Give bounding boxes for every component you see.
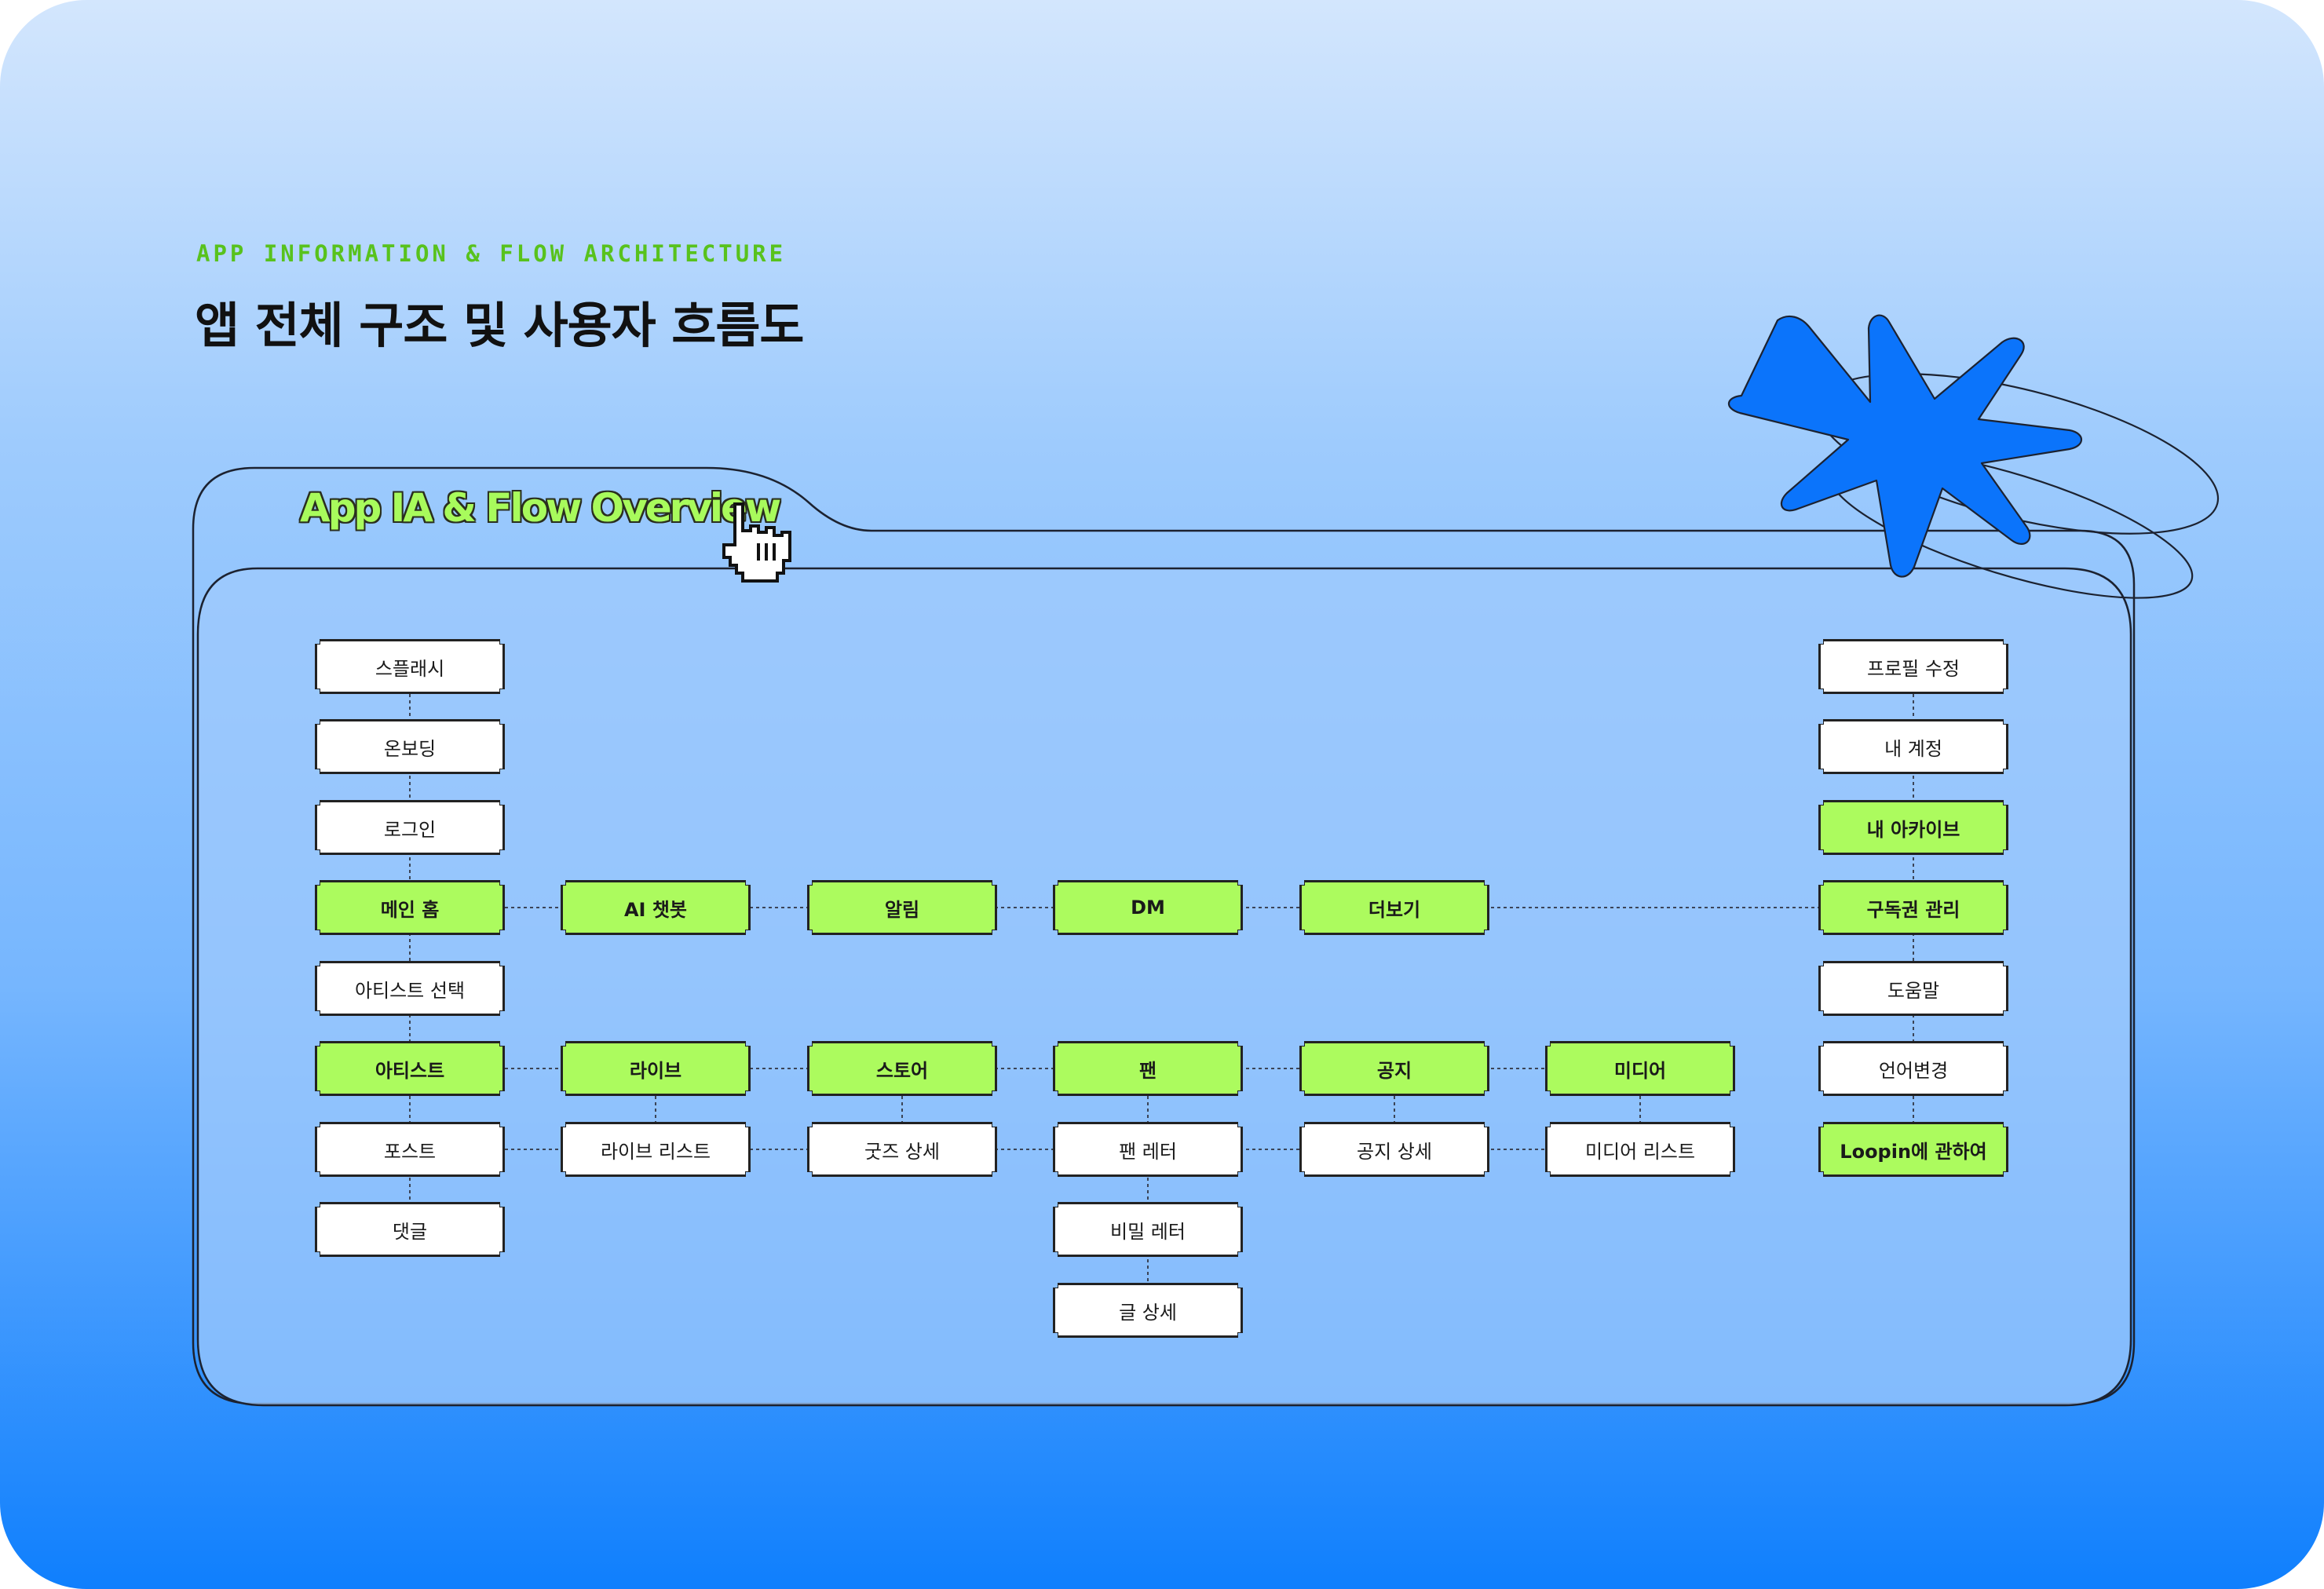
node-my-archive[interactable]: 내 아카이브 — [1818, 800, 2008, 855]
node-post[interactable]: 포스트 — [315, 1122, 505, 1177]
page-title: 앱 전체 구조 및 사용자 흐름도 — [195, 297, 804, 354]
node-profile-edit[interactable]: 프로필 수정 — [1818, 639, 2008, 694]
eyebrow-label: APP INFORMATION & FLOW ARCHITECTURE — [196, 240, 787, 267]
node-my-account[interactable]: 내 계정 — [1818, 719, 2008, 774]
node-comments[interactable]: 댓글 — [315, 1202, 505, 1257]
node-fan[interactable]: 팬 — [1053, 1041, 1243, 1096]
node-artist[interactable]: 아티스트 — [315, 1041, 505, 1096]
node-help[interactable]: 도움말 — [1818, 961, 2008, 1016]
node-media[interactable]: 미디어 — [1545, 1041, 1735, 1096]
star-icon — [1727, 314, 2083, 578]
node-store[interactable]: 스토어 — [807, 1041, 997, 1096]
node-goods-detail[interactable]: 굿즈 상세 — [807, 1122, 997, 1177]
node-live-list[interactable]: 라이브 리스트 — [561, 1122, 751, 1177]
node-live[interactable]: 라이브 — [561, 1041, 751, 1096]
node-post-detail[interactable]: 글 상세 — [1053, 1283, 1243, 1338]
node-onboarding[interactable]: 온보딩 — [315, 719, 505, 774]
node-ai-chatbot[interactable]: AI 챗봇 — [561, 880, 751, 935]
node-secret-letter[interactable]: 비밀 레터 — [1053, 1202, 1243, 1257]
node-notifications[interactable]: 알림 — [807, 880, 997, 935]
node-main-home[interactable]: 메인 홈 — [315, 880, 505, 935]
node-about[interactable]: Loopin에 관하여 — [1818, 1122, 2008, 1177]
folder-tab-title: App IA & Flow Overview — [300, 485, 781, 531]
node-notice[interactable]: 공지 — [1299, 1041, 1489, 1096]
node-login[interactable]: 로그인 — [315, 800, 505, 855]
node-subscription[interactable]: 구독권 관리 — [1818, 880, 2008, 935]
node-more[interactable]: 더보기 — [1299, 880, 1489, 935]
node-splash[interactable]: 스플래시 — [315, 639, 505, 694]
node-language[interactable]: 언어변경 — [1818, 1041, 2008, 1096]
node-dm[interactable]: DM — [1053, 880, 1243, 935]
pointer-hand-icon — [722, 502, 791, 583]
node-fan-letter[interactable]: 팬 레터 — [1053, 1122, 1243, 1177]
node-media-list[interactable]: 미디어 리스트 — [1545, 1122, 1735, 1177]
node-artist-select[interactable]: 아티스트 선택 — [315, 961, 505, 1016]
node-notice-detail[interactable]: 공지 상세 — [1299, 1122, 1489, 1177]
